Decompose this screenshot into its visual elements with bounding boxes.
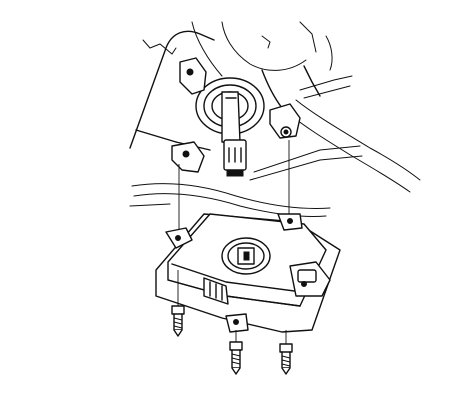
alignment-guides — [178, 140, 290, 232]
bulb-socket-icon — [171, 57, 301, 177]
ballast-unit-icon — [155, 213, 341, 333]
mounting-bolt-left — [171, 270, 185, 337]
mounting-bolt-center — [229, 330, 243, 375]
mounting-bolt-right — [279, 330, 293, 375]
